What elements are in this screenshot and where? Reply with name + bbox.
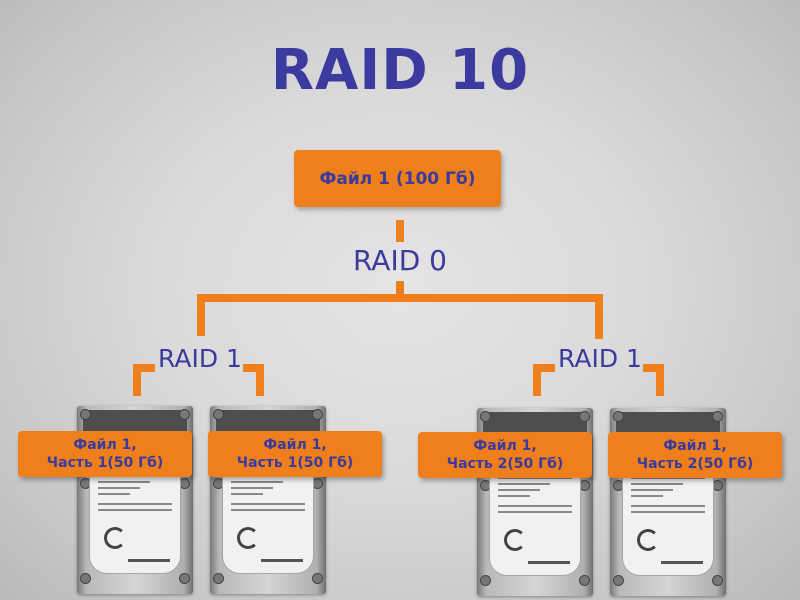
raid0-bracket-right — [595, 294, 603, 339]
disk-part-box: Файл 1, Часть 2(50 Гб) — [608, 432, 782, 478]
raid0-bracket-left — [197, 294, 205, 336]
raid0-bracket-horizontal — [197, 294, 603, 302]
diagram-title: RAID 10 — [270, 38, 530, 103]
raid1-left-bracket-left-v — [133, 364, 141, 396]
raid1-left-label: RAID 1 — [158, 344, 242, 373]
raid1-right-bracket-left-h — [533, 364, 555, 372]
root-file-box: Файл 1 (100 Гб) — [294, 150, 501, 207]
disk-part-line1: Файл 1, — [263, 437, 327, 453]
disk-part-line1: Файл 1, — [73, 437, 137, 453]
raid1-right-bracket-right-h — [643, 364, 664, 372]
raid1-left-bracket-right-v — [256, 364, 264, 396]
raid1-right-bracket-right-v — [656, 364, 664, 396]
disk-part-box: Файл 1, Часть 1(50 Гб) — [18, 431, 192, 477]
disk-part-box: Файл 1, Часть 1(50 Гб) — [208, 431, 382, 477]
root-file-label: Файл 1 (100 Гб) — [319, 168, 476, 189]
disk-part-line2: Часть 1(50 Гб) — [236, 455, 354, 471]
disk-part-line1: Файл 1, — [473, 438, 537, 454]
disk-part-line2: Часть 1(50 Гб) — [46, 455, 164, 471]
disk-part-box: Файл 1, Часть 2(50 Гб) — [418, 432, 592, 478]
disk-part-line2: Часть 2(50 Гб) — [636, 456, 754, 472]
disk-part-line2: Часть 2(50 Гб) — [446, 456, 564, 472]
disk-part-line1: Файл 1, — [663, 438, 727, 454]
connector-root-raid0 — [396, 220, 404, 242]
raid1-right-bracket-left-v — [533, 364, 541, 396]
raid1-left-bracket-left-h — [133, 364, 155, 372]
raid0-label: RAID 0 — [352, 244, 447, 277]
raid1-left-bracket-right-h — [243, 364, 264, 372]
connector-raid0-down — [396, 281, 404, 295]
raid1-right-label: RAID 1 — [558, 344, 642, 373]
